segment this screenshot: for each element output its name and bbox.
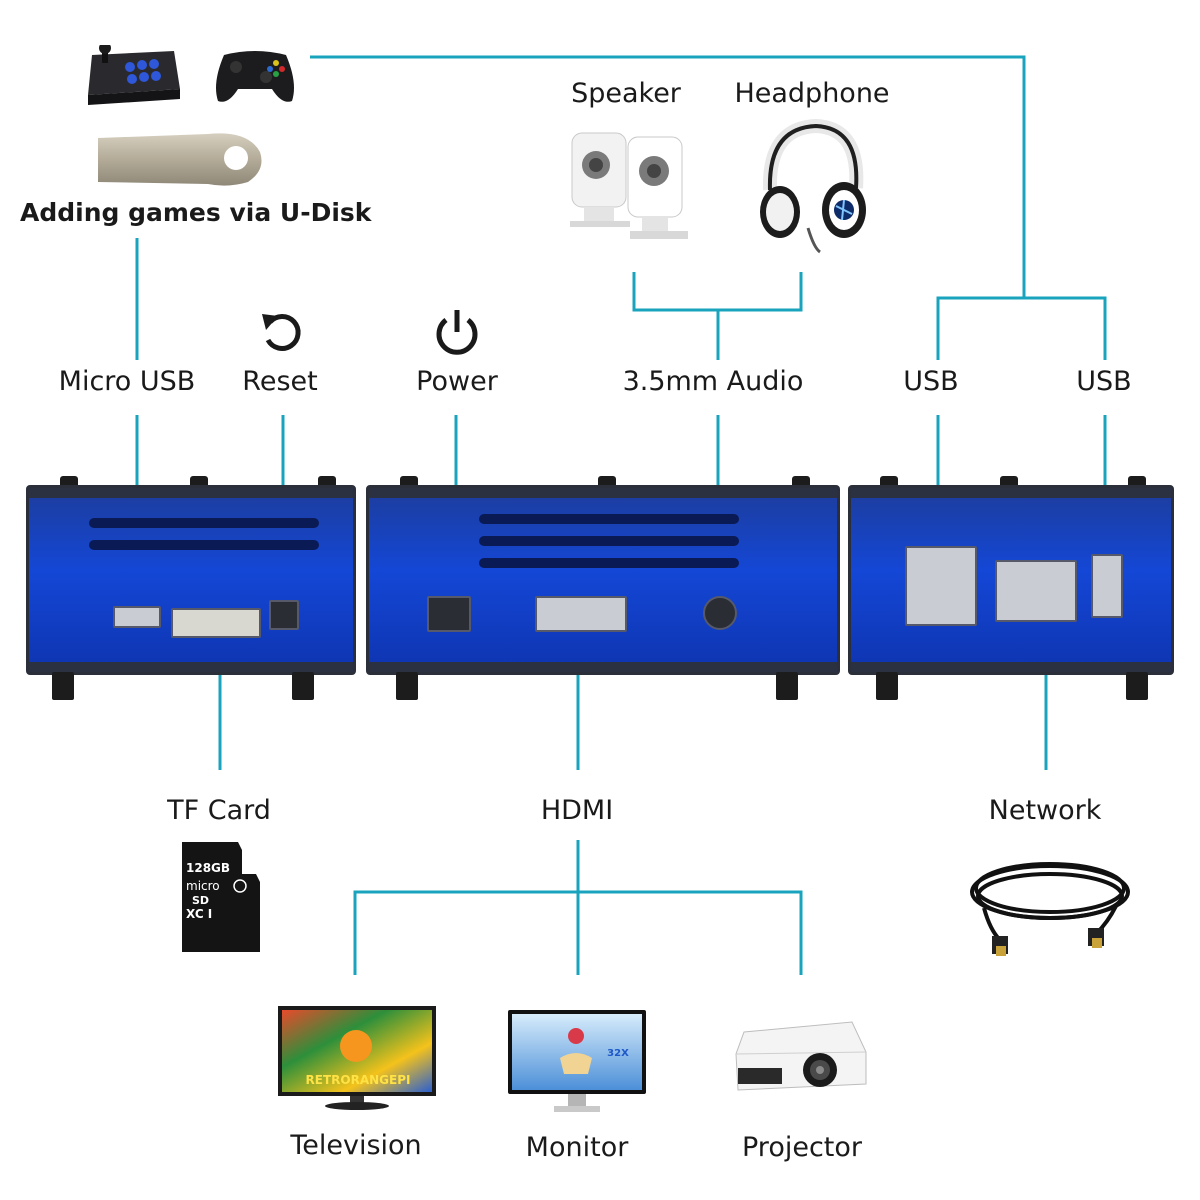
tf-card-label: TF Card bbox=[167, 795, 271, 826]
network-label: Network bbox=[988, 795, 1102, 826]
ethernet-port bbox=[995, 560, 1077, 622]
audio-jack bbox=[703, 596, 737, 630]
television-label: Television bbox=[290, 1130, 422, 1161]
usb-flash-drive-icon bbox=[98, 130, 266, 190]
svg-text:128GB: 128GB bbox=[186, 861, 230, 875]
case-front bbox=[366, 485, 840, 675]
projector-icon bbox=[734, 1018, 868, 1098]
svg-text:RETRORANGEPI: RETRORANGEPI bbox=[306, 1073, 411, 1087]
monitor-icon: 32X bbox=[508, 1010, 646, 1114]
television-icon: RETRORANGEPI bbox=[278, 1006, 436, 1112]
audio-label: 3.5mm Audio bbox=[622, 366, 804, 397]
case-left-side bbox=[26, 485, 356, 675]
case-right-side bbox=[848, 485, 1174, 675]
svg-text:XC I: XC I bbox=[186, 907, 212, 921]
monitor-label: Monitor bbox=[525, 1132, 629, 1163]
usb-port-single bbox=[1091, 554, 1123, 618]
svg-text:micro: micro bbox=[186, 879, 220, 893]
reset-label: Reset bbox=[242, 366, 318, 397]
udisk-caption: Adding games via U-Disk bbox=[20, 198, 372, 227]
power-icon bbox=[432, 306, 482, 360]
gamepad-icon bbox=[212, 43, 298, 107]
microsd-card-icon: 128GB micro SD XC I bbox=[178, 842, 260, 952]
reset-button bbox=[269, 600, 299, 630]
hdmi-label: HDMI bbox=[540, 795, 614, 826]
svg-text:SD: SD bbox=[192, 894, 209, 907]
projector-label: Projector bbox=[742, 1132, 862, 1163]
tf-card-slot bbox=[171, 608, 261, 638]
headphone-label: Headphone bbox=[734, 78, 890, 109]
speaker-icon bbox=[566, 125, 696, 243]
power-jack bbox=[427, 596, 471, 632]
usb-label-right: USB bbox=[1076, 366, 1132, 397]
micro-usb-label: Micro USB bbox=[58, 366, 196, 397]
headphone-icon bbox=[756, 118, 868, 254]
speaker-label: Speaker bbox=[571, 78, 681, 109]
hdmi-port bbox=[535, 596, 627, 632]
arcade-stick-icon bbox=[82, 42, 182, 107]
micro-usb-port bbox=[113, 606, 161, 628]
power-label: Power bbox=[416, 366, 498, 397]
reset-icon bbox=[258, 308, 308, 358]
ethernet-cable-icon bbox=[966, 848, 1136, 960]
usb-label-left: USB bbox=[903, 366, 959, 397]
usb-port-stack bbox=[905, 546, 977, 626]
svg-text:32X: 32X bbox=[607, 1048, 629, 1059]
